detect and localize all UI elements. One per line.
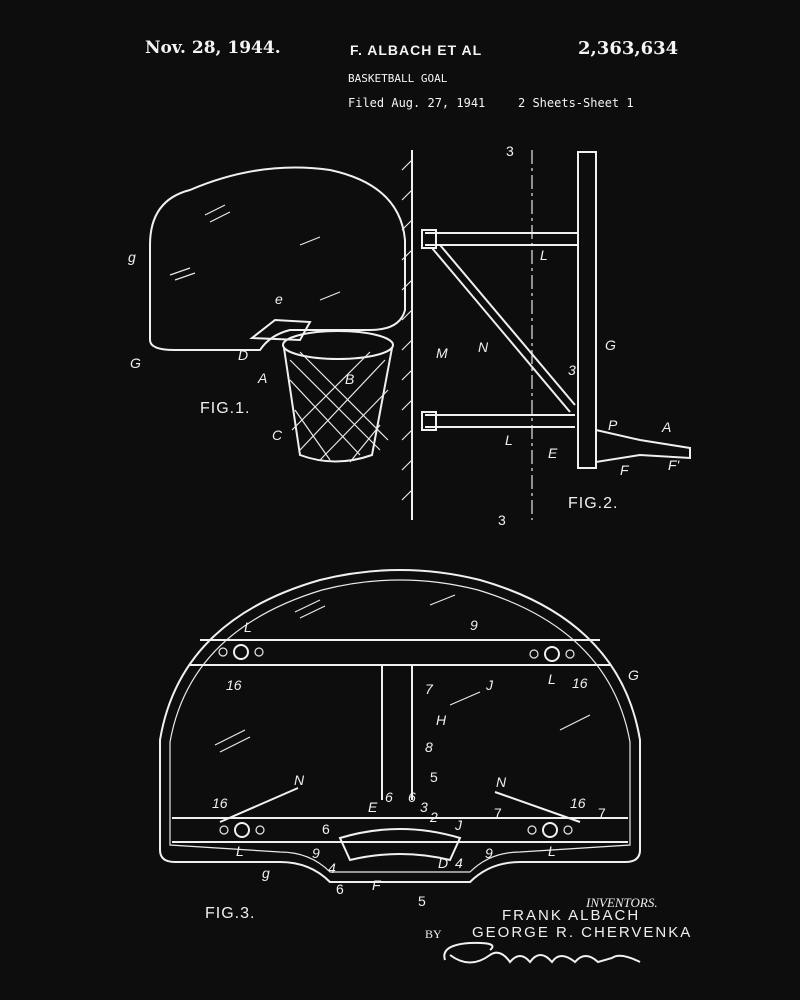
inventor-name: FRANK ALBACH — [502, 907, 640, 924]
bolts — [218, 644, 575, 838]
ref-label: E — [548, 445, 558, 461]
inventor-name: GEORGE R. CHERVENKA — [472, 924, 692, 941]
ref-label: F — [620, 462, 630, 478]
glass-hatch — [214, 594, 591, 753]
hoop-rim — [282, 330, 394, 360]
rim-mount — [595, 428, 691, 464]
ref-label: E — [368, 799, 378, 815]
ref-label: J — [485, 677, 494, 693]
ref-label: G — [605, 337, 616, 353]
ref-label: 16 — [226, 677, 242, 693]
ref-label: F' — [668, 457, 681, 473]
ref-label: L — [236, 843, 244, 859]
ref-label: A — [257, 370, 267, 386]
ref-label: 6 — [408, 789, 416, 805]
ref-label: N — [478, 339, 489, 355]
ref-label: 7 — [598, 805, 606, 821]
ref-label: 16 — [570, 795, 586, 811]
lower-strap — [172, 817, 628, 843]
fig3-drawing: FIG.3. 9 L 16 J L 16 G 7 H 8 5 N N 16 16… — [159, 569, 641, 922]
ref-label: J — [454, 817, 463, 833]
backboard-side — [577, 151, 597, 469]
rim-plate — [338, 828, 462, 862]
ref-label: F — [372, 877, 382, 893]
ref-label: 6 — [336, 881, 344, 897]
patent-title: BASKETBALL GOAL — [348, 72, 448, 85]
ref-label: 6 — [385, 789, 393, 805]
ref-label: 9 — [485, 845, 493, 861]
ref-label: 2 — [429, 809, 438, 825]
inventor-short: F. ALBACH ET AL — [350, 42, 483, 58]
fig2-drawing: FIG.2. 3 3 M N L L G 3 P A E F F' — [401, 143, 691, 528]
vertical-strut — [381, 665, 413, 800]
ref-label: 6 — [322, 821, 330, 837]
patent-number: 2,363,634 — [578, 38, 679, 59]
fig1-label: FIG.1. — [200, 400, 250, 417]
upper-strap — [190, 639, 610, 666]
patent-date: Nov. 28, 1944. — [145, 38, 281, 58]
ref-label: 4 — [455, 855, 463, 871]
fig2-label: FIG.2. — [568, 495, 618, 512]
fig3-label: FIG.3. — [205, 905, 255, 922]
net — [283, 347, 393, 463]
ref-label: P — [608, 417, 618, 433]
filed-date: Filed Aug. 27, 1941 — [348, 96, 486, 110]
lower-arm — [425, 414, 575, 428]
backboard-front-inner — [169, 579, 631, 873]
ref-label: H — [436, 712, 447, 728]
bracket — [421, 411, 437, 431]
ref-label: M — [436, 345, 448, 361]
ref-label: 9 — [470, 617, 478, 633]
ref-label: D — [438, 855, 448, 871]
ref-label: G — [130, 355, 141, 371]
ref-label: 5 — [418, 893, 426, 909]
ref-label: e — [275, 291, 283, 307]
ref-label: L — [244, 619, 252, 635]
ref-label: 3 — [506, 143, 514, 159]
brace — [431, 244, 576, 413]
ref-label: D — [238, 347, 248, 363]
fig1-drawing: FIG.1. g e G D A B C — [128, 166, 406, 463]
backboard-front-outer — [159, 569, 641, 883]
backboard-outline — [149, 166, 406, 351]
sheet-count: 2 Sheets-Sheet 1 — [518, 96, 634, 110]
ref-label: 4 — [328, 860, 336, 876]
ref-label: 16 — [572, 675, 588, 691]
ref-label: A — [661, 419, 671, 435]
net-mesh — [289, 351, 389, 463]
upper-arm — [425, 232, 578, 246]
bracket — [421, 229, 437, 249]
ref-label: B — [345, 371, 354, 387]
ref-label: L — [540, 247, 548, 263]
ref-label: N — [496, 774, 507, 790]
ref-label: 9 — [312, 845, 320, 861]
ref-label: N — [294, 772, 305, 788]
ref-label: 7 — [425, 681, 434, 697]
ref-label: L — [548, 843, 556, 859]
ref-label: C — [272, 427, 283, 443]
ref-label: 7 — [494, 805, 502, 821]
glass-hatch — [169, 204, 341, 301]
by-label: BY — [425, 927, 442, 941]
ref-label: G — [628, 667, 639, 683]
ref-label: 5 — [430, 769, 438, 785]
ref-label: 3 — [498, 512, 506, 528]
braces — [219, 787, 581, 823]
ref-label: g — [262, 865, 270, 881]
attorney-signature — [443, 941, 641, 964]
hoop-bracket — [249, 318, 312, 342]
ref-label: 3 — [568, 362, 576, 378]
wall-hatch — [401, 159, 413, 501]
inventors-label: INVENTORS. — [585, 895, 658, 910]
ref-label: g — [128, 249, 136, 265]
ref-label: L — [548, 671, 556, 687]
ref-label: 16 — [212, 795, 228, 811]
ref-label: 3 — [420, 799, 428, 815]
ref-label: 8 — [425, 739, 433, 755]
ref-label: L — [505, 432, 513, 448]
